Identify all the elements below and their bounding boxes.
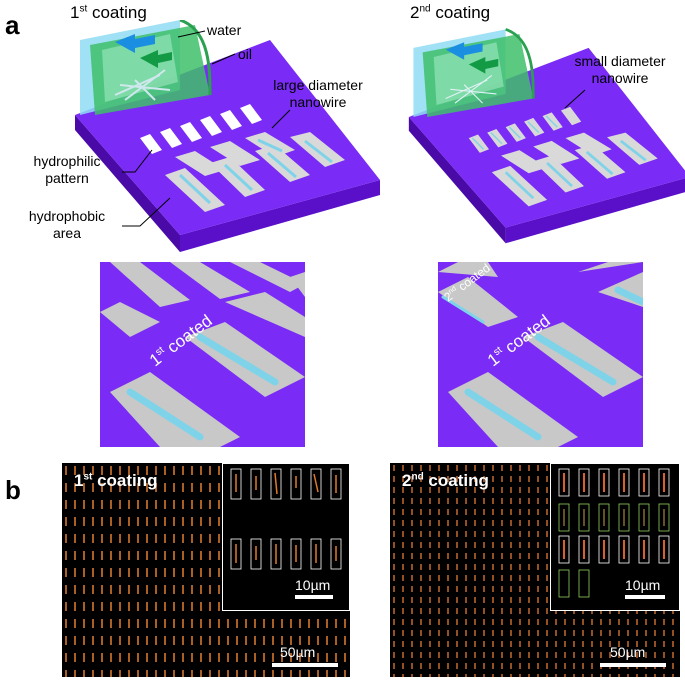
main-scale-bar-left (272, 663, 338, 667)
main-scale-label-right: 50µm (610, 644, 646, 660)
main-scale-label-left: 50µm (280, 644, 316, 660)
label-oil: oil (238, 46, 253, 62)
panel-b-letter: b (5, 475, 21, 505)
zoom-1st-coated: 1st coated (100, 262, 305, 447)
inset-scale-label-right: 10µm (625, 577, 661, 593)
substrate-1st-coating (75, 20, 380, 252)
label-water: water (207, 22, 242, 38)
micrograph-1st-coating: 1st coating 10µm 50µm (62, 463, 350, 677)
leader-lines (122, 30, 586, 227)
main-scale-bar-right (600, 663, 666, 667)
photo-title-2nd: 2nd coating (402, 471, 489, 490)
inset-scale-bar-right (625, 595, 665, 599)
panel-a-letter: a (5, 10, 20, 40)
substrate-2nd-coating (408, 28, 685, 244)
zoom-2nd-coated: 2nd coated 1st coated (438, 262, 643, 447)
micrograph-2nd-coating: 2nd coating (390, 463, 680, 677)
inset-scale-bar-left (295, 595, 333, 599)
inset-scale-label-left: 10µm (295, 577, 331, 593)
panel-a-left-title: 1st coating (70, 3, 147, 22)
panel-a-right-title: 2nd coating (410, 3, 491, 22)
inset-1st-coating: 10µm (222, 463, 350, 611)
photo-title-1st: 1st coating (74, 471, 158, 490)
inset-2nd-coating: 10µm (550, 463, 680, 611)
